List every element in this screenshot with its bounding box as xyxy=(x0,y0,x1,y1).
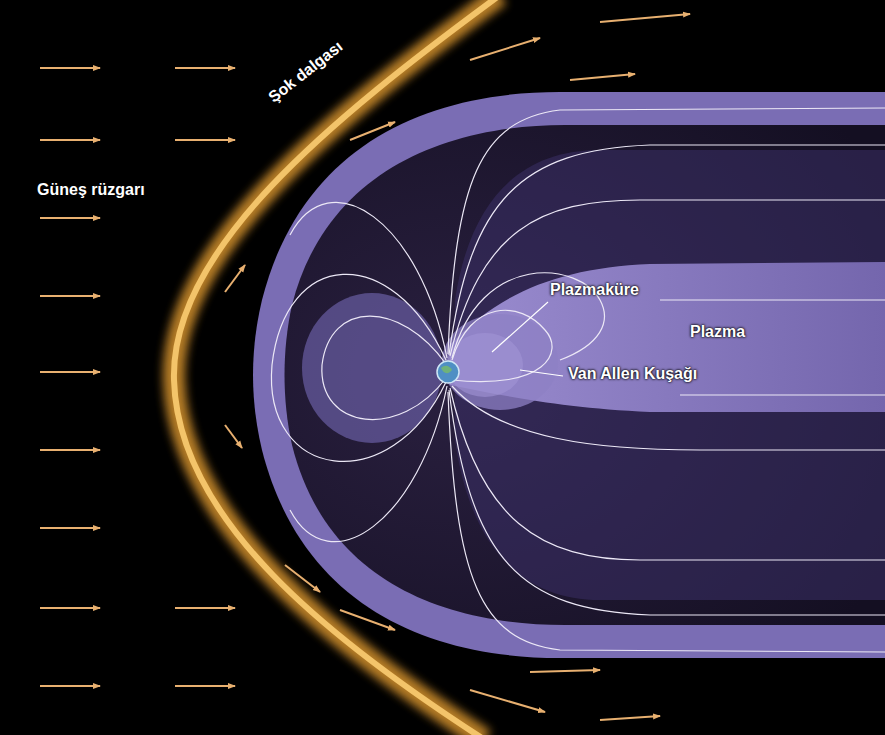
wind-arrow xyxy=(40,449,100,451)
leader-line xyxy=(492,302,548,352)
solar-wind-label: Güneş rüzgarı xyxy=(37,180,145,199)
field-line xyxy=(271,274,446,461)
wind-arrow xyxy=(40,685,100,687)
wind-arrow xyxy=(175,139,235,141)
field-line xyxy=(680,394,885,395)
field-line xyxy=(450,200,885,356)
field-line xyxy=(290,386,447,542)
field-line xyxy=(290,202,447,358)
wind-arrow xyxy=(340,610,395,630)
van-allen-label: Van Allen Kuşağı xyxy=(568,364,697,383)
field-line xyxy=(448,392,885,652)
magnetosphere-interior xyxy=(285,125,885,625)
wind-arrow xyxy=(40,67,100,69)
magnetopause xyxy=(253,92,885,658)
wind-arrow xyxy=(470,38,540,60)
wind-arrow xyxy=(225,425,242,448)
wind-arrow xyxy=(40,371,100,373)
wind-arrow xyxy=(40,139,100,141)
wind-arrow xyxy=(175,685,235,687)
plasmasphere xyxy=(442,314,558,410)
earth xyxy=(437,361,459,383)
bow-shock-glow xyxy=(174,0,500,735)
wind-arrow xyxy=(225,265,245,292)
wind-arrow xyxy=(175,607,235,609)
field-line xyxy=(448,108,885,354)
wind-arrow xyxy=(530,670,600,672)
wind-arrow xyxy=(600,14,690,22)
wind-arrow xyxy=(285,565,320,592)
plasmasphere-label: Plazmaküre xyxy=(550,280,639,299)
wind-arrow xyxy=(600,716,660,720)
field-line xyxy=(449,145,885,355)
wind-arrow xyxy=(570,74,635,80)
field-line xyxy=(322,316,446,419)
wind-arrow xyxy=(350,122,395,140)
wind-arrow xyxy=(40,607,100,609)
leader-line xyxy=(520,370,563,376)
plasma-label: Plazma xyxy=(690,322,745,341)
wind-arrow xyxy=(470,690,545,712)
field-lines xyxy=(271,108,885,652)
field-line xyxy=(449,390,885,615)
field-line xyxy=(452,386,885,450)
wind-arrow xyxy=(40,527,100,529)
wind-arrow xyxy=(40,295,100,297)
wind-arrow xyxy=(40,217,100,219)
bow-shock xyxy=(174,0,500,735)
field-line xyxy=(660,299,885,300)
earth-land xyxy=(441,366,452,373)
wind-arrow xyxy=(175,67,235,69)
field-line xyxy=(450,388,885,560)
